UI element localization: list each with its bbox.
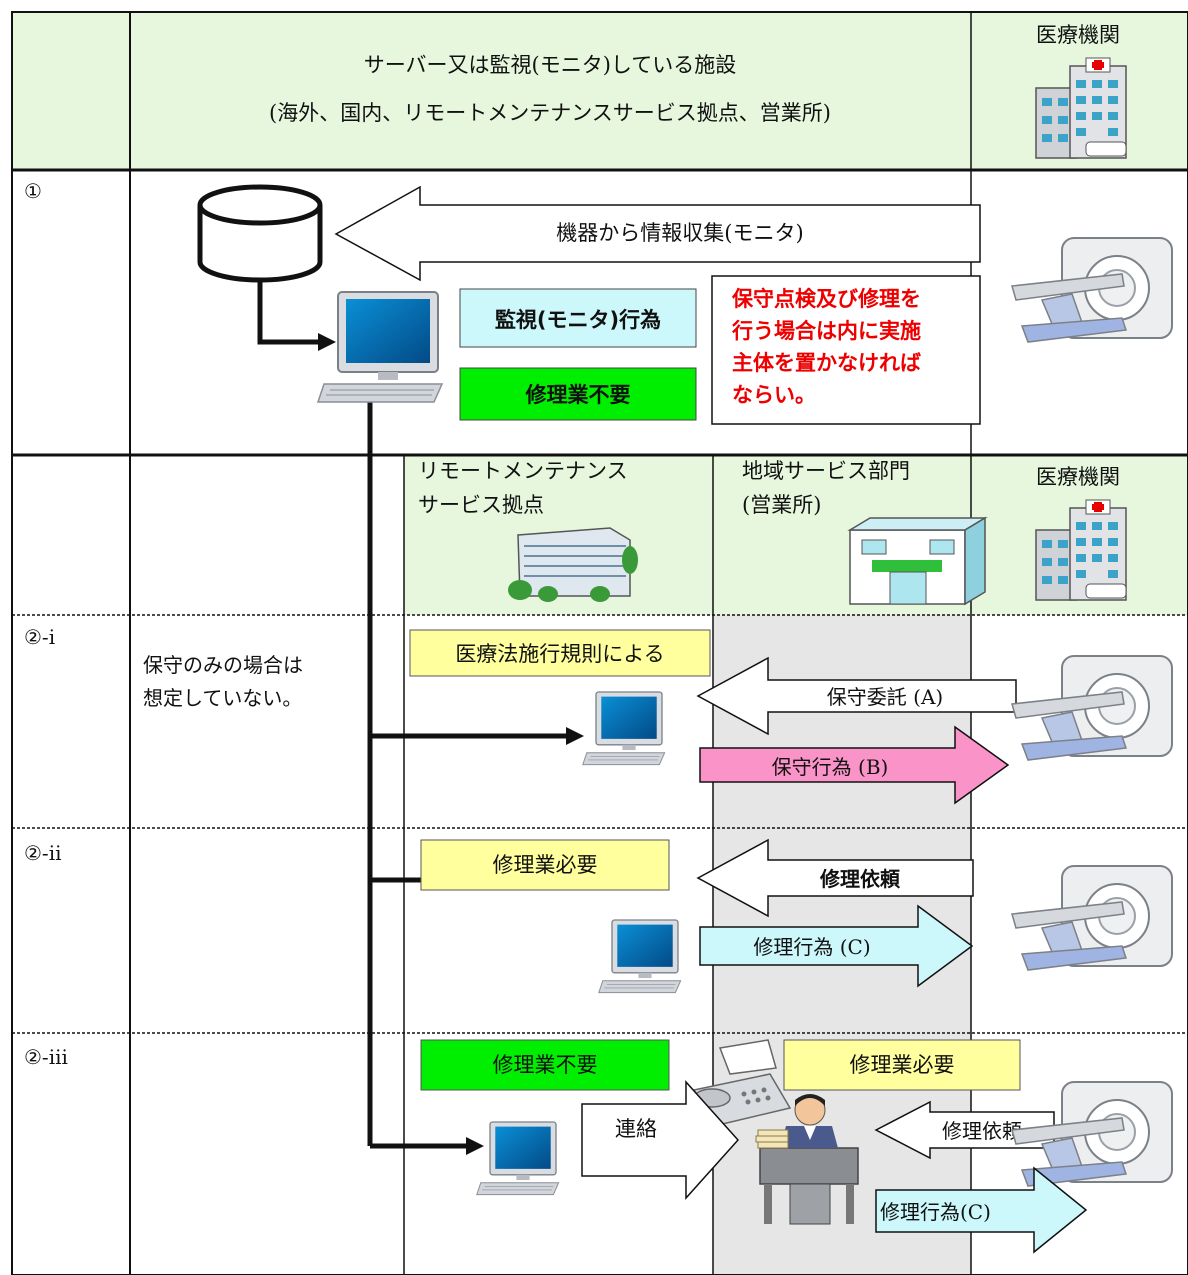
collect-info-arrow [334,185,981,282]
row2i-number: ②-i [24,625,55,649]
remote-base-label-line1: リモートメンテナンス [418,459,628,483]
sales-office-icon [847,516,988,606]
fax-icon [692,1039,792,1127]
maintenance-act-arrow [699,725,1010,805]
notice-line-4: ならい。 [732,383,816,407]
notice-line-3: 主体を置かなければ [732,351,921,375]
rule-box [409,629,711,677]
row1-repair-not-needed-label: 修理業不要 [525,383,631,407]
row2i-note-line1: 保守のみの場合は [143,653,303,677]
header-hospital-label: 医療機関 [1036,23,1120,47]
row2i-pc-icon [582,691,666,766]
notice-line-1: 保守点検及び修理を [731,287,921,311]
collect-info-label: 機器から情報収集(モニタ) [556,221,803,245]
row2ii-repair-act-label: 修理行為 (C) [753,935,870,959]
maintenance-act-label: 保守行為 (B) [772,755,889,779]
row1-repair-not-needed-box [459,367,697,421]
row2ii-repair-needed-label: 修理業必要 [493,853,598,877]
row2iii-pc-icon [476,1121,560,1196]
database-icon [197,184,323,283]
row2iii-number: ②-iii [24,1045,68,1069]
row2ii-repair-request-arrow [696,838,974,918]
row2iii-repair-act-label: 修理行為(C) [880,1200,991,1224]
ct-scanner-icon [1011,237,1173,343]
row2ii-repair-request-label: 修理依頼 [819,867,901,891]
row2ii-repair-needed-box [420,839,670,891]
notice-box [711,275,981,425]
remote-base-label-line2: サービス拠点 [418,493,544,517]
header-band [12,12,1188,170]
office-building-icon [508,527,638,602]
monitoring-pc-icon [317,291,443,403]
notice-line-2: 行う場合は内に実施 [731,319,921,343]
office-worker-icon [755,1094,859,1225]
row2iii-repair-request-label: 修理依頼 [942,1119,1022,1143]
monitoring-box-label: 監視(モニタ)行為 [495,308,661,332]
contact-arrow [581,1080,740,1200]
header-title-line1: サーバー又は監視(モニタ)している施設 [364,53,737,77]
maintenance-consignment-label: 保守委託 (A) [827,685,943,709]
maintenance-consignment-arrow [696,656,1017,736]
table-grid [11,11,1188,1275]
subheader-hospital-label: 医療機関 [1036,465,1120,489]
row2iii-repair-not-needed-label: 修理業不要 [493,1053,598,1077]
row2iii-repair-needed-box [783,1039,1021,1091]
row2ii-repair-act-arrow [699,904,974,988]
header-title-line2: (海外、国内、リモートメンテナンスサービス拠点、営業所) [269,101,831,125]
row2i-note-line2: 想定していない。 [143,686,302,710]
row2iii-repair-act-arrow [875,1166,1088,1254]
rule-box-label: 医療法施行規則による [455,642,664,666]
row2iii-repair-needed-label: 修理業必要 [850,1053,955,1077]
monitoring-box [459,288,697,348]
row2ii-number: ②-ii [24,841,61,865]
regional-service-label-line2: (営業所) [742,493,821,517]
row2iii-repair-not-needed-box [420,1039,670,1091]
contact-arrow-label: 連絡 [615,1117,657,1141]
regional-service-label-line1: 地域サービス部門 [742,459,910,483]
row1-number: ① [24,179,42,203]
row2ii-pc-icon [598,919,682,994]
